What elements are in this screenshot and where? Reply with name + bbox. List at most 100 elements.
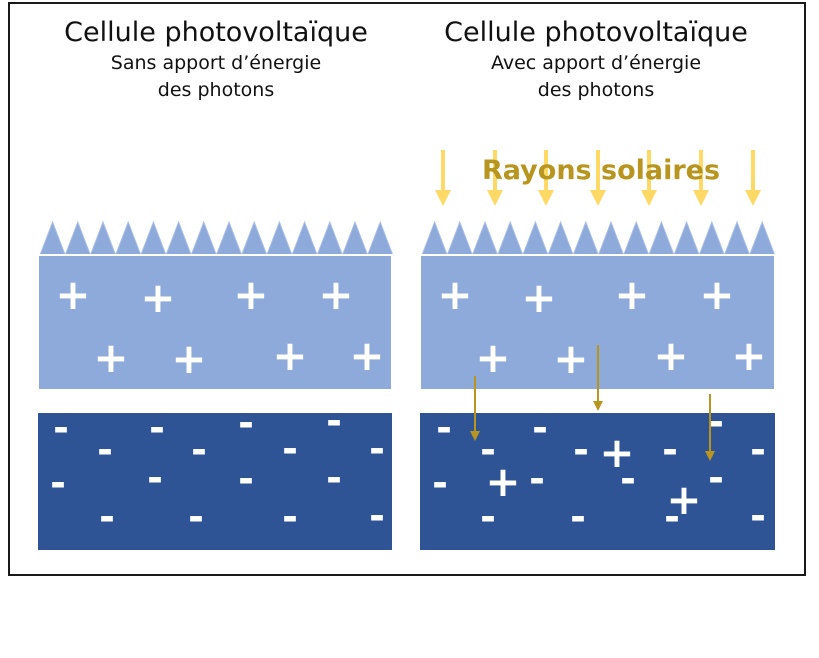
- negative-charge: -: [97, 428, 113, 472]
- negative-charge: -: [326, 399, 342, 443]
- negative-charge: -: [432, 461, 448, 505]
- electron-transfer-arrows: [470, 345, 715, 461]
- negative-charge: -: [620, 457, 636, 501]
- texture-pyramid: [471, 220, 499, 256]
- right-cell: ++++++++ --------------- +++ Rayons sola…: [419, 150, 776, 550]
- positive-charge: +: [55, 270, 90, 319]
- right-panel-title: Cellule photovoltaïque: [444, 17, 748, 48]
- negative-charge: -: [149, 406, 165, 450]
- right-holes-in-n-layer: +++: [485, 428, 701, 524]
- texture-pyramid: [572, 220, 600, 256]
- negative-charge: -: [147, 456, 163, 500]
- texture-pyramid: [748, 220, 776, 256]
- texture-pyramid: [421, 220, 448, 256]
- negative-charge: -: [570, 495, 586, 539]
- texture-pyramid: [140, 220, 167, 256]
- positive-charge: +: [349, 331, 384, 380]
- positive-charge: +: [272, 331, 307, 380]
- sun-ray-arrows: [435, 150, 761, 206]
- diagram-frame: [8, 2, 806, 576]
- negative-charge: -: [750, 428, 766, 472]
- left-panel-header: Cellule photovoltaïque Sans apport d’éne…: [36, 16, 396, 104]
- negative-charge: -: [708, 400, 724, 444]
- texture-pyramid: [341, 220, 369, 256]
- texture-pyramid: [89, 220, 117, 256]
- left-panel-subtitle-line2: des photons: [157, 79, 275, 101]
- negative-charge: -: [573, 428, 589, 472]
- right-panel-subtitle-line2: des photons: [537, 79, 655, 101]
- texture-pyramid: [698, 220, 726, 256]
- texture-pyramid: [723, 220, 751, 256]
- negative-charge: -: [662, 428, 678, 472]
- texture-pyramid: [366, 220, 394, 256]
- hole-positive-charge: +: [666, 475, 701, 524]
- left-p-layer: [37, 254, 393, 391]
- texture-pyramid: [446, 220, 474, 256]
- negative-charge: -: [480, 428, 496, 472]
- texture-pyramid: [648, 220, 675, 256]
- negative-charge: -: [532, 406, 548, 450]
- negative-charge: -: [53, 406, 69, 450]
- positive-charge: +: [553, 334, 588, 383]
- negative-charge: -: [750, 494, 766, 538]
- rays-label: Rayons solaires: [482, 155, 720, 186]
- positive-charge: +: [614, 270, 649, 319]
- left-surface-texture: [39, 220, 394, 256]
- negative-charge: -: [50, 461, 66, 505]
- right-negative-charges: ---------------: [432, 400, 766, 539]
- negative-charge: -: [326, 456, 342, 500]
- positive-charge: +: [437, 270, 472, 319]
- positive-charge: +: [93, 333, 128, 382]
- negative-charge: -: [480, 495, 496, 539]
- positive-charge: +: [318, 270, 353, 319]
- texture-pyramid: [622, 220, 650, 256]
- right-surface-texture: [421, 220, 776, 256]
- positive-charge: +: [653, 331, 688, 380]
- right-panel-header: Cellule photovoltaïque Avec apport d’éne…: [416, 16, 776, 104]
- left-panel-title: Cellule photovoltaïque: [64, 17, 368, 48]
- negative-charge: -: [238, 457, 254, 501]
- negative-charge: -: [188, 495, 204, 539]
- texture-pyramid: [597, 220, 625, 256]
- texture-pyramid: [215, 220, 243, 256]
- texture-pyramid: [673, 220, 700, 256]
- positive-charge: +: [475, 333, 510, 382]
- negative-charge: -: [191, 428, 207, 472]
- positive-charge: +: [731, 331, 766, 380]
- right-panel-subtitle-line1: Avec apport d’énergie: [490, 52, 702, 74]
- left-panel-subtitle-line1: Sans apport d’énergie: [110, 52, 322, 74]
- texture-pyramid: [291, 220, 318, 256]
- positive-charge: +: [140, 273, 175, 322]
- negative-charge: -: [436, 406, 452, 450]
- negative-charge: -: [282, 495, 298, 539]
- left-negative-charges: ----------------: [50, 399, 385, 539]
- right-positive-charges: ++++++++: [437, 270, 766, 383]
- left-n-layer: [38, 413, 392, 550]
- texture-pyramid: [316, 220, 344, 256]
- left-positive-charges: ++++++++: [55, 270, 384, 383]
- texture-pyramid: [64, 220, 92, 256]
- positive-charge: +: [171, 334, 206, 383]
- negative-charge: -: [708, 456, 724, 500]
- positive-charge: +: [233, 270, 268, 319]
- negative-charge: -: [238, 401, 254, 445]
- positive-charge: +: [521, 273, 556, 322]
- left-cell: ++++++++ ----------------: [37, 220, 394, 550]
- hole-positive-charge: +: [599, 428, 634, 477]
- texture-pyramid: [190, 220, 218, 256]
- texture-pyramid: [165, 220, 192, 256]
- texture-pyramid: [547, 220, 574, 256]
- texture-pyramid: [39, 220, 66, 256]
- texture-pyramid: [496, 220, 524, 256]
- negative-charge: -: [369, 427, 385, 471]
- negative-charge: -: [529, 457, 545, 501]
- negative-charge: -: [282, 427, 298, 471]
- texture-pyramid: [114, 220, 142, 256]
- negative-charge: -: [664, 495, 680, 539]
- negative-charge: -: [369, 494, 385, 538]
- texture-pyramid: [240, 220, 268, 256]
- texture-pyramid: [266, 220, 293, 256]
- positive-charge: +: [699, 270, 734, 319]
- negative-charge: -: [99, 495, 115, 539]
